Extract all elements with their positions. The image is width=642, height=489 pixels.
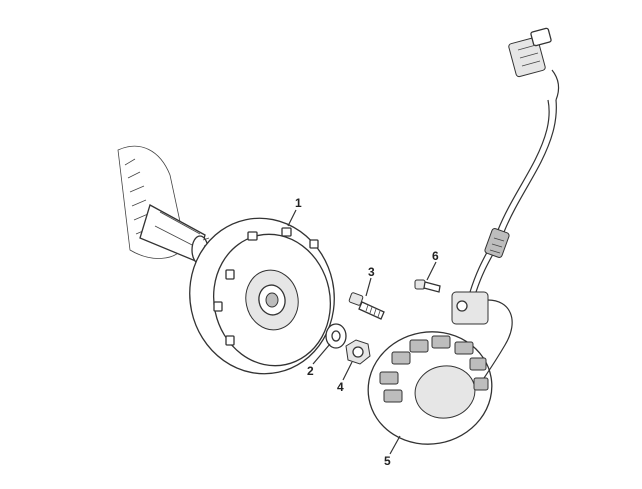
stator-assembly: [367, 27, 560, 445]
leader-5: [389, 435, 401, 455]
crankshaft-assembly: [117, 145, 212, 265]
callout-1: 1: [295, 196, 302, 210]
callout-5: 5: [384, 454, 391, 468]
leader-2: [312, 343, 331, 365]
callout-2: 2: [307, 364, 314, 378]
callout-labels: 1 2 3 4 5 6: [295, 196, 439, 468]
leader-lines: [287, 209, 437, 455]
pickup-screw: [414, 279, 441, 293]
flywheel-rotor: [189, 217, 335, 375]
leader-1: [287, 209, 297, 227]
flange-nut: [345, 339, 371, 365]
callout-6: 6: [432, 249, 439, 263]
washer: [325, 323, 347, 349]
stator-bolt: [348, 292, 385, 320]
callout-4: 4: [337, 380, 344, 394]
leader-3: [365, 277, 372, 297]
callout-3: 3: [368, 265, 375, 279]
leader-4: [342, 361, 353, 381]
leader-6: [426, 261, 437, 281]
